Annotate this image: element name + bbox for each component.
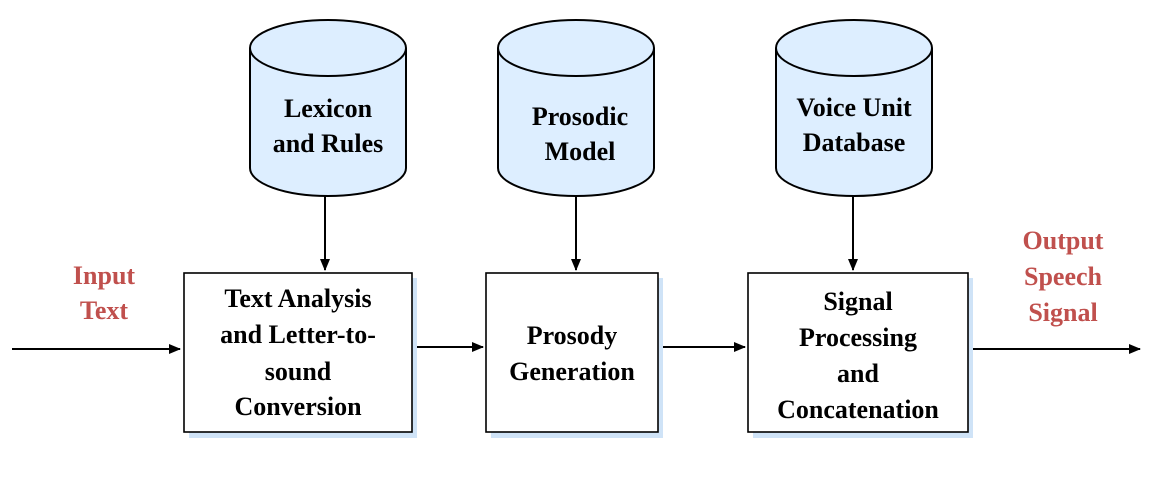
database-label-line: Model (545, 137, 616, 166)
database-label-line: Voice Unit (796, 93, 912, 122)
input-text-label: Input Text (73, 261, 135, 325)
process-prosody-generation: Prosody Generation (485, 272, 663, 438)
process-label-line: Processing (799, 323, 917, 352)
database-label-line: Lexicon (284, 94, 373, 123)
database-voice-unit: Voice Unit Database (775, 19, 933, 197)
database-label-line: and Rules (273, 129, 384, 158)
process-text-analysis: Text Analysis and Letter-to- sound Conve… (183, 272, 417, 438)
process-label-line: and Letter-to- (220, 320, 376, 349)
database-lexicon-and-rules: Lexicon and Rules (249, 19, 407, 197)
process-label-line: Signal (823, 287, 892, 316)
process-label-line: and (837, 359, 879, 388)
process-label-line: Text Analysis (224, 284, 371, 313)
database-label-line: Database (803, 128, 906, 157)
process-label-line: Generation (509, 357, 635, 386)
output-label-line: Signal (1028, 298, 1097, 327)
process-label-line: Conversion (234, 392, 362, 421)
input-label-line: Input (73, 261, 135, 290)
database-prosodic-model: Prosodic Model (497, 19, 655, 197)
output-label-line: Output (1023, 226, 1104, 255)
process-label-line: Concatenation (777, 395, 939, 424)
process-label-line: sound (265, 357, 332, 386)
process-signal-processing: Signal Processing and Concatenation (747, 272, 973, 438)
process-label-line: Prosody (527, 321, 618, 350)
database-label-line: Prosodic (532, 102, 628, 131)
output-speech-signal-label: Output Speech Signal (1023, 226, 1104, 327)
input-label-line: Text (80, 296, 128, 325)
output-label-line: Speech (1024, 262, 1103, 291)
